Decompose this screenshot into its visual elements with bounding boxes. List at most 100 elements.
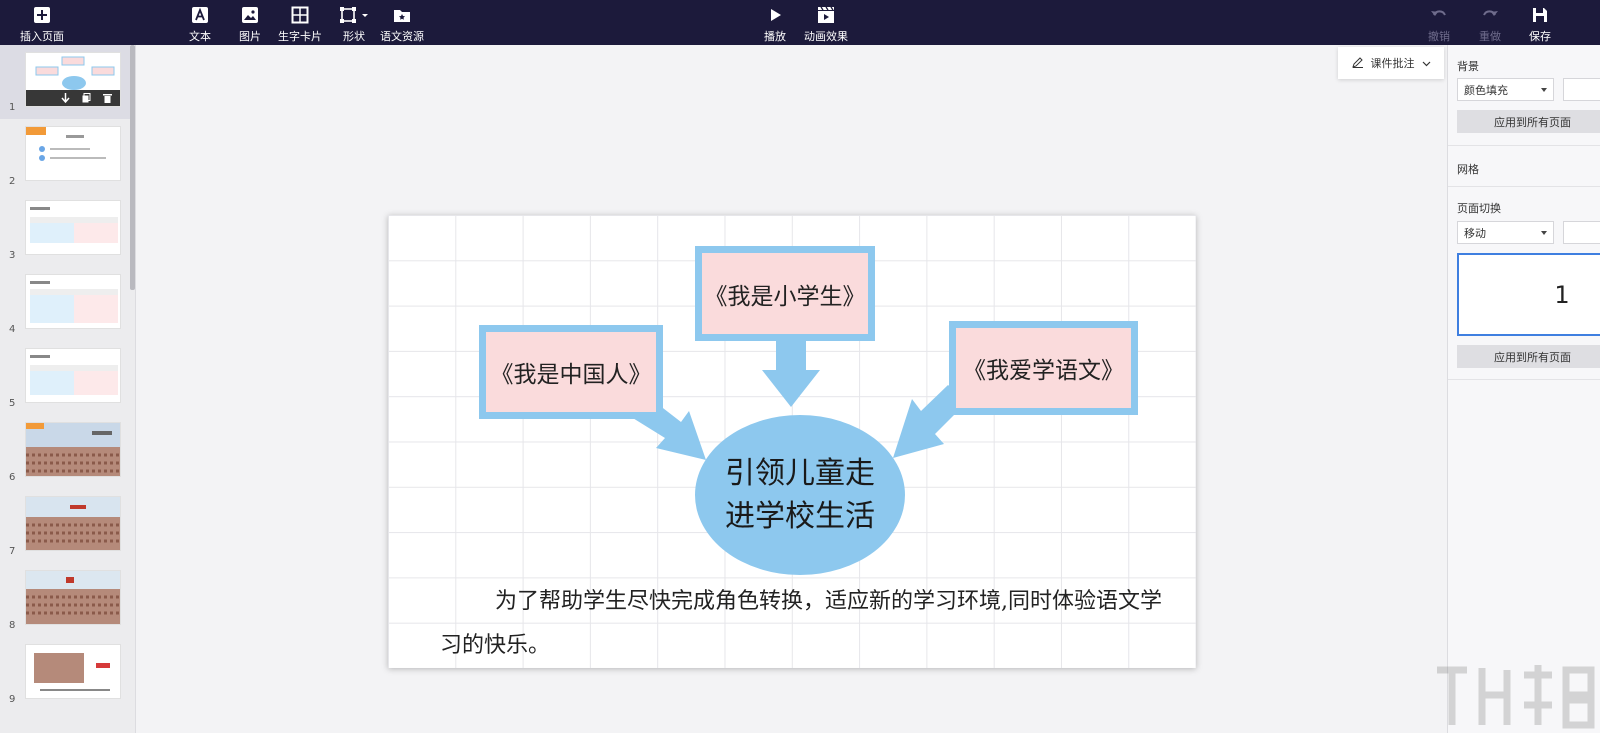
- text-box-top-label: 《我是小学生》: [704, 283, 866, 310]
- fill-type-select[interactable]: 颜色填充: [1457, 78, 1554, 101]
- center-line-1: 引领儿童走: [725, 455, 875, 491]
- play-button[interactable]: 播放: [760, 0, 790, 45]
- thumbnail-number: 4: [9, 324, 16, 335]
- transition-title: 页面切换: [1457, 202, 1501, 215]
- apply-all-background-button[interactable]: 应用到所有页面: [1457, 110, 1600, 133]
- play-icon: [765, 5, 785, 25]
- apply-all-transition-button[interactable]: 应用到所有页面: [1457, 345, 1600, 368]
- thumbnail-item[interactable]: 3: [0, 193, 130, 267]
- top-toolbar: 插入页面 文本 图片 生字卡片 形状 语文资源 播放: [0, 0, 1600, 45]
- transition-value: 移动: [1464, 226, 1486, 240]
- thumbnail-item[interactable]: 6: [0, 415, 130, 489]
- text-box-right[interactable]: 《我爱学语文》: [949, 321, 1138, 415]
- animation-button[interactable]: 动画效果: [800, 0, 852, 45]
- transition-option-box[interactable]: [1563, 221, 1600, 244]
- chevron-down-icon: [1422, 57, 1431, 70]
- shape-label: 形状: [343, 30, 365, 43]
- divider: [1448, 186, 1600, 187]
- thumbnail-preview: [25, 496, 121, 551]
- thumbnail-item[interactable]: 4: [0, 267, 130, 341]
- redo-button[interactable]: 重做: [1475, 0, 1505, 45]
- image-button[interactable]: 图片: [233, 0, 267, 45]
- transition-select[interactable]: 移动: [1457, 221, 1554, 244]
- delete-icon[interactable]: [103, 93, 112, 103]
- image-label: 图片: [239, 30, 261, 43]
- thumbnail-preview: [25, 200, 121, 255]
- select-arrow-icon: [1541, 231, 1547, 235]
- thumbnail-number: 9: [9, 694, 16, 705]
- undo-label: 撤销: [1428, 30, 1450, 43]
- text-label: 文本: [189, 30, 211, 43]
- thumbnail-toolbar: [26, 90, 120, 106]
- thumbnail-number: 8: [9, 620, 16, 631]
- apply-all-background-label: 应用到所有页面: [1494, 115, 1571, 129]
- annotation-label: 课件批注: [1370, 57, 1415, 70]
- clapperboard-icon: [816, 5, 836, 25]
- thumbnail-number: 7: [9, 546, 16, 557]
- insert-page-button[interactable]: 插入页面: [17, 0, 67, 45]
- thumbnail-preview: [25, 126, 121, 181]
- resources-button[interactable]: 语文资源: [378, 0, 426, 45]
- thumbnail-item[interactable]: 2: [0, 119, 130, 193]
- copy-icon[interactable]: [82, 93, 91, 103]
- text-icon: [190, 5, 210, 25]
- shape-icon: [338, 5, 370, 25]
- thumbnail-item[interactable]: 9: [0, 637, 130, 711]
- resources-label: 语文资源: [380, 30, 424, 43]
- transition-preview-number: 1: [1554, 280, 1570, 309]
- grid-card-icon: [290, 5, 310, 25]
- slide-paragraph[interactable]: 为了帮助学生尽快完成角色转换，适应新的学习环境,同时体验语文学习的快乐。: [440, 589, 1162, 658]
- thumbnail-number: 2: [9, 176, 16, 187]
- char-card-button[interactable]: 生字卡片: [276, 0, 324, 45]
- redo-icon: [1480, 5, 1500, 25]
- thumbnail-item[interactable]: 7: [0, 489, 130, 563]
- redo-label: 重做: [1479, 30, 1501, 43]
- thumbnails-scrollbar[interactable]: [130, 45, 135, 290]
- animation-label: 动画效果: [804, 30, 848, 43]
- slide-thumbnails-panel: 1 2 3: [0, 45, 136, 733]
- char-card-label: 生字卡片: [278, 30, 322, 43]
- insert-page-label: 插入页面: [20, 30, 64, 43]
- save-label: 保存: [1529, 30, 1551, 43]
- properties-panel: 背景 颜色填充 应用到所有页面 网格 页面切换 移动 1 应用到所有页面: [1447, 45, 1600, 733]
- transition-preview[interactable]: 1: [1457, 253, 1600, 336]
- color-picker[interactable]: [1563, 78, 1600, 101]
- fill-type-value: 颜色填充: [1464, 83, 1508, 97]
- text-box-right-label: 《我爱学语文》: [963, 358, 1124, 384]
- thumbnail-preview: [25, 422, 121, 477]
- save-button[interactable]: 保存: [1525, 0, 1555, 45]
- center-ellipse[interactable]: 引领儿童走 进学校生活: [695, 415, 905, 575]
- divider: [1448, 145, 1600, 146]
- folder-star-icon: [392, 5, 412, 25]
- text-box-left[interactable]: 《我是中国人》: [479, 325, 663, 419]
- thumbnail-number: 5: [9, 398, 16, 409]
- thumbnail-preview: [25, 570, 121, 625]
- slide-canvas[interactable]: 《我是小学生》 《我是中国人》 《我爱学语文》 引领儿童走 进学校生活 为了帮助…: [388, 215, 1196, 668]
- thumbnail-item[interactable]: 1: [0, 45, 130, 119]
- image-icon: [240, 5, 260, 25]
- save-icon: [1530, 5, 1550, 25]
- thumbnail-preview: [25, 348, 121, 403]
- text-box-left-label: 《我是中国人》: [490, 362, 652, 388]
- text-box-top[interactable]: 《我是小学生》: [695, 246, 875, 341]
- grid-title: 网格: [1457, 163, 1479, 176]
- thumbnail-number: 1: [9, 102, 16, 113]
- thumbnail-number: 3: [9, 250, 16, 261]
- pencil-icon: [1351, 56, 1364, 71]
- courseware-annotation-button[interactable]: 课件批注: [1338, 47, 1444, 79]
- arrow-down[interactable]: [762, 340, 820, 407]
- thumbnail-item[interactable]: 5: [0, 341, 130, 415]
- undo-icon: [1429, 5, 1449, 25]
- undo-button[interactable]: 撤销: [1424, 0, 1454, 45]
- watermark-logo: [1437, 665, 1595, 729]
- plus-square-icon: [32, 5, 52, 25]
- background-title: 背景: [1457, 60, 1479, 73]
- center-line-2: 进学校生活: [725, 499, 875, 534]
- shape-button[interactable]: 形状: [334, 0, 374, 45]
- thumbnail-number: 6: [9, 472, 16, 483]
- play-label: 播放: [764, 30, 786, 43]
- text-button[interactable]: 文本: [183, 0, 217, 45]
- move-down-icon[interactable]: [61, 93, 70, 103]
- thumbnail-preview: [25, 52, 121, 107]
- thumbnail-item[interactable]: 8: [0, 563, 130, 637]
